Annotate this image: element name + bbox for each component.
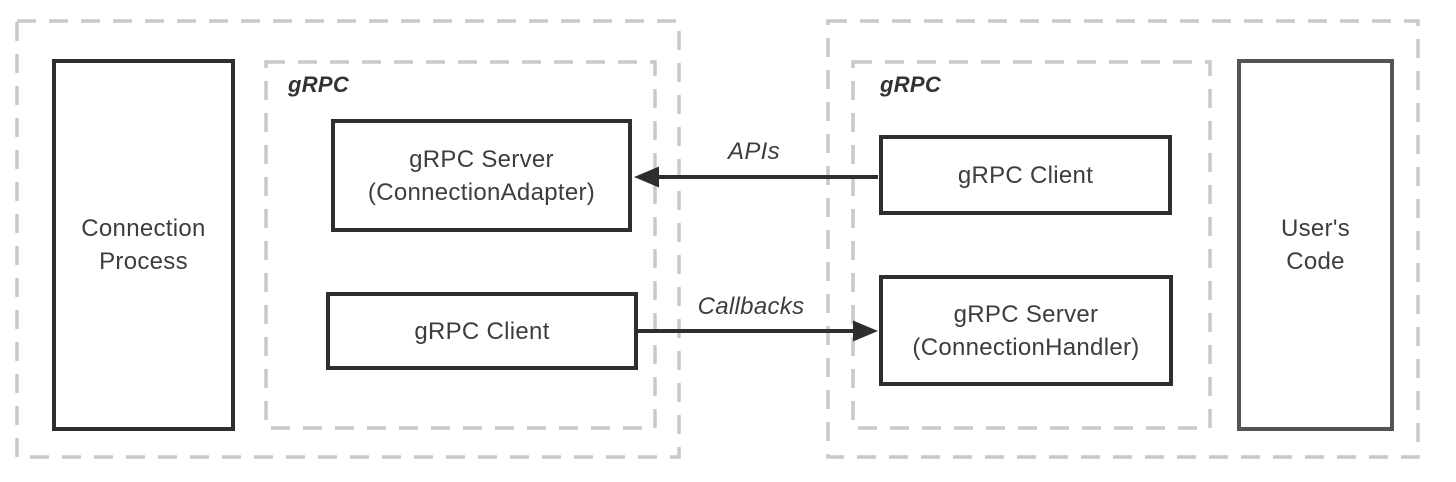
right-grpc-server-label-line1: gRPC Server <box>953 300 1099 328</box>
right-grpc-server-label-line2: (ConnectionHandler) <box>912 333 1140 361</box>
left-grpc-dashed-border <box>264 60 657 430</box>
users-code-label-line2: Code <box>1286 248 1345 275</box>
left-grpc-client-label: gRPC Client <box>414 317 550 345</box>
apis-arrow-label: APIs <box>728 138 780 165</box>
left-grpc-container-label: gRPC <box>288 72 350 97</box>
connection-process-box: Connection Process <box>52 59 235 431</box>
connection-process-label-line1: Connection <box>81 215 206 242</box>
right-grpc-container-label: gRPC <box>880 72 942 97</box>
left-outer-dashed-border <box>15 19 681 459</box>
users-code-label-line1: User's <box>1280 215 1351 242</box>
left-grpc-server-label-line1: gRPC Server <box>409 145 554 173</box>
left-grpc-server-label-line2: (ConnectionAdapter) <box>367 178 596 206</box>
users-code-box: User's Code <box>1237 59 1394 431</box>
right-grpc-client-box: gRPC Client <box>879 135 1172 215</box>
right-grpc-dashed-border <box>851 60 1212 430</box>
callbacks-arrowhead-icon <box>853 320 878 342</box>
right-grpc-server-box: gRPC Server (ConnectionHandler) <box>879 275 1173 386</box>
left-grpc-client-box: gRPC Client <box>326 292 638 370</box>
right-outer-dashed-border <box>826 19 1420 459</box>
apis-arrowhead-icon <box>634 166 659 188</box>
right-grpc-client-label: gRPC Client <box>957 161 1094 189</box>
callbacks-arrow-label: Callbacks <box>697 293 805 320</box>
connection-process-label-line2: Process <box>99 248 188 275</box>
left-grpc-server-box: gRPC Server (ConnectionAdapter) <box>331 119 632 232</box>
